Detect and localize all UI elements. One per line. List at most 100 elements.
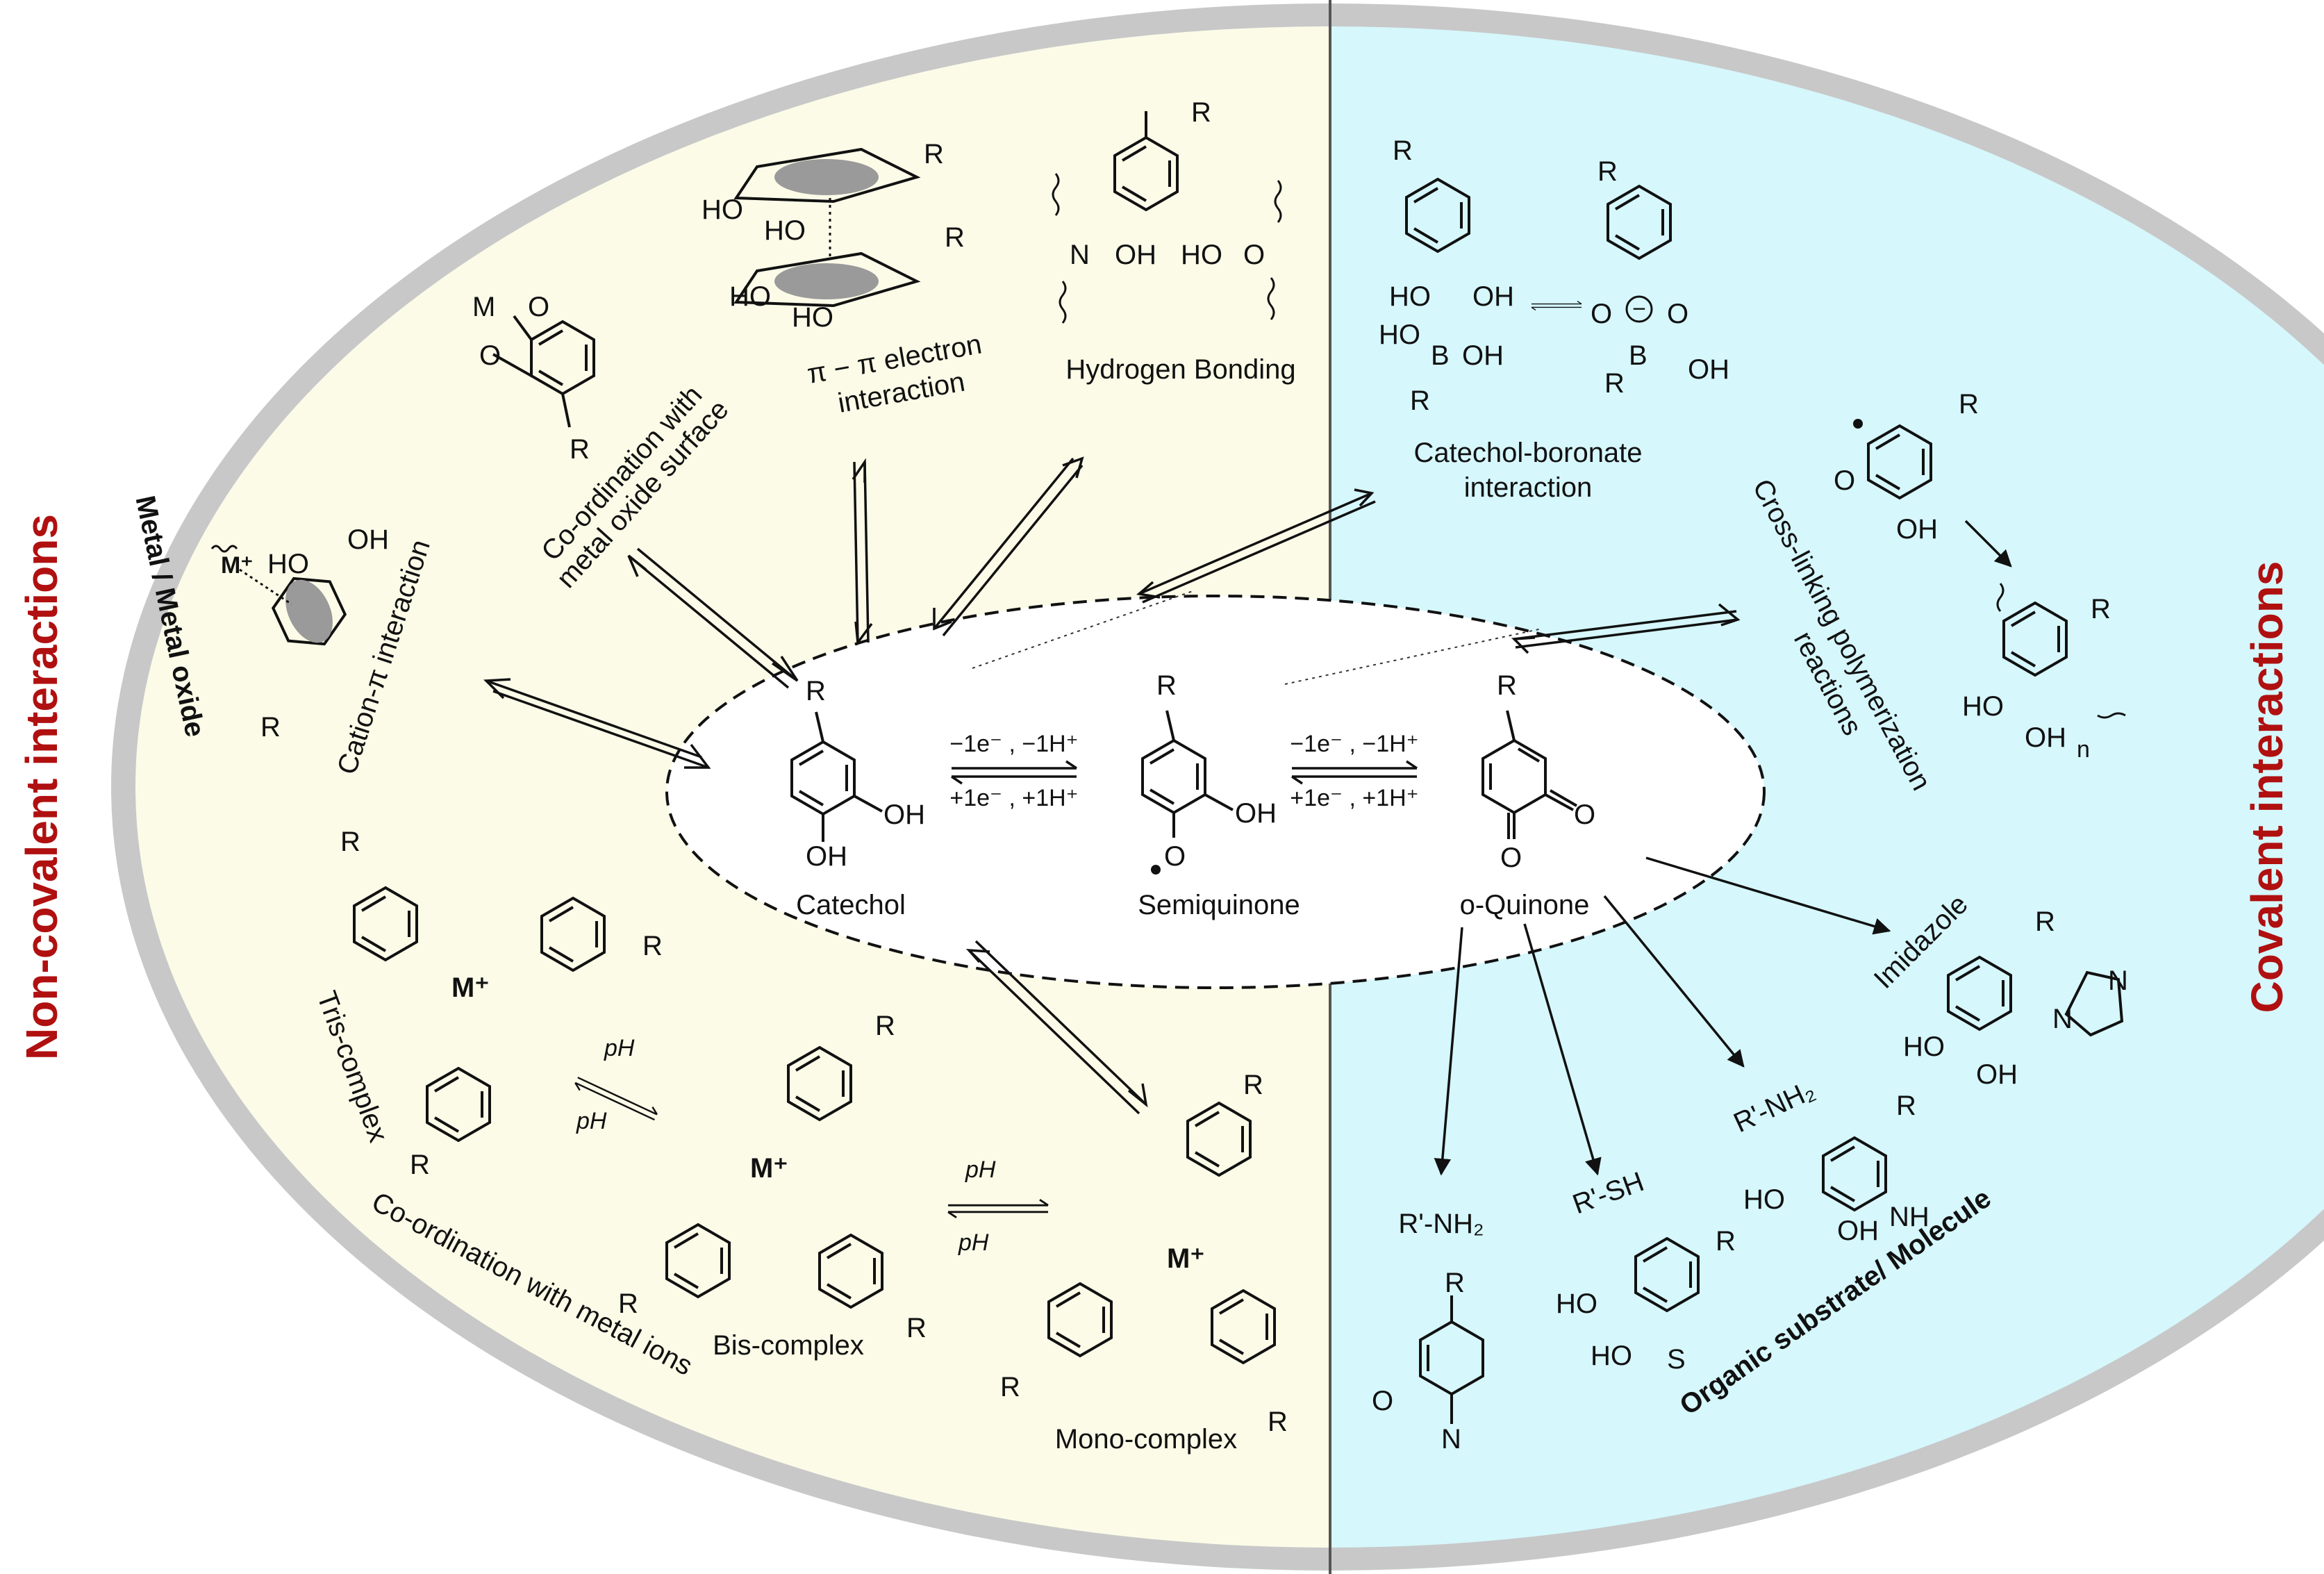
metal-oxide-structure xyxy=(492,315,595,428)
boronate-oh2: OH xyxy=(1462,340,1504,371)
pi-pi-r2: R xyxy=(945,222,965,253)
hbond-wavy-1 xyxy=(1052,173,1067,324)
crosslink-wavy xyxy=(1996,583,2126,719)
bis-label: Bis-complex xyxy=(713,1330,864,1361)
dotted-guide-1 xyxy=(972,590,1195,669)
catechol-r: R xyxy=(806,676,826,706)
boronate-r1: R xyxy=(1393,135,1413,166)
metal-oxide-o2: O xyxy=(479,340,501,371)
oxidation-label-1: −1e⁻ , −1H⁺ xyxy=(949,731,1078,757)
thiol-ho1: HO xyxy=(1556,1289,1597,1319)
tris-r1: R xyxy=(340,827,360,857)
catechol-oh1: OH xyxy=(883,800,925,830)
amine-ho: HO xyxy=(1743,1184,1785,1215)
boronate-ho1: HO xyxy=(1389,281,1431,312)
boronate-b1: B xyxy=(1431,340,1450,371)
mono-r2: R xyxy=(1000,1372,1020,1402)
metal-oxide-o1: O xyxy=(528,292,549,322)
semiquinone-o: O xyxy=(1164,841,1186,872)
bis-r1: R xyxy=(875,1011,895,1041)
pi-pi-ho1: HO xyxy=(702,194,743,225)
boronate-oh3: OH xyxy=(1688,354,1729,385)
crosslink-o: O xyxy=(1834,465,1855,496)
metal-oxide-m: M xyxy=(472,292,495,322)
oquinone-o1: O xyxy=(1574,800,1595,830)
ph-up-1: pH xyxy=(604,1035,635,1061)
ph-down-1: pH xyxy=(576,1108,607,1134)
crosslink-radical-dot xyxy=(1853,419,1863,429)
amine-nh: NH xyxy=(1889,1202,1929,1232)
crosslink-n: n xyxy=(2077,736,2090,763)
mono-r3: R xyxy=(1268,1407,1288,1437)
cation-pi-dashes xyxy=(239,568,292,606)
equilibrium-arrows xyxy=(483,456,1741,1115)
ph-up-2: pH xyxy=(965,1157,996,1183)
imidazole-n2: N xyxy=(2108,966,2128,996)
amine-r: R xyxy=(1896,1091,1916,1121)
tris-r3: R xyxy=(410,1150,430,1180)
schiff-n: N xyxy=(1441,1424,1461,1455)
semiquinone-oh: OH xyxy=(1235,798,1277,829)
pi-pi-ho2: HO xyxy=(764,215,806,246)
schiff-r: R xyxy=(1445,1268,1465,1298)
tris-m: M⁺ xyxy=(451,972,489,1003)
pi-pi-ho4: HO xyxy=(792,302,833,333)
crosslink-r1: R xyxy=(1959,389,1979,420)
schiff-label: R'-NH₂ xyxy=(1398,1209,1484,1239)
bis-r2: R xyxy=(618,1289,638,1319)
thiol-ho2: HO xyxy=(1591,1341,1632,1371)
boronate-b2: B xyxy=(1629,340,1647,371)
amine-oh: OH xyxy=(1837,1216,1879,1246)
boronate-o2: O xyxy=(1667,299,1688,329)
cation-pi-r: R xyxy=(260,712,281,743)
cation-pi-structure xyxy=(271,577,347,646)
hbond-ho: HO xyxy=(1181,240,1222,270)
catechol-label: Catechol xyxy=(796,890,906,920)
hbond-r: R xyxy=(1191,97,1211,128)
boronate-oh1: OH xyxy=(1472,281,1514,312)
hbond-wavy-2 xyxy=(1267,180,1282,320)
reduction-label-2: +1e⁻ , +1H⁺ xyxy=(1290,785,1418,811)
boronate-r4: R xyxy=(1604,368,1625,399)
hbond-n: N xyxy=(1070,240,1090,270)
boronate-r2: R xyxy=(1410,386,1430,416)
oquinone-o2: O xyxy=(1500,843,1522,873)
covalent-title: Covalent interactions xyxy=(2242,561,2292,1013)
mono-m: M⁺ xyxy=(1167,1243,1204,1274)
bis-r3: R xyxy=(906,1313,927,1343)
hbond-structure xyxy=(1113,111,1179,211)
crosslink-oh1: OH xyxy=(1896,514,1938,545)
boronate-label-1: Catechol-boronate xyxy=(1413,438,1642,468)
oquinone-structure xyxy=(1481,710,1578,839)
crosslink-ho: HO xyxy=(1962,691,2004,722)
pi-pi-structure xyxy=(733,147,921,308)
cation-label: M⁺ xyxy=(221,552,253,579)
ph-down-2: pH xyxy=(958,1229,989,1256)
imidazole-oh: OH xyxy=(1976,1059,2018,1090)
thiol-s: S xyxy=(1667,1344,1686,1375)
imidazole-ring xyxy=(2064,970,2124,1037)
crosslink-r2: R xyxy=(2091,594,2111,624)
metal-oxide-r: R xyxy=(570,434,590,465)
pi-pi-ho3: HO xyxy=(729,281,771,312)
noncovalent-title: Non-covalent interactions xyxy=(17,514,67,1060)
pi-pi-r1: R xyxy=(924,139,944,169)
crosslink-arrow xyxy=(1964,520,2012,568)
crosslink-oh2: OH xyxy=(2025,722,2066,753)
oxidation-label-2: −1e⁻ , −1H⁺ xyxy=(1290,731,1418,757)
schiff-base-structure xyxy=(1419,1295,1484,1424)
semiquinone-r: R xyxy=(1156,670,1177,701)
boronate-label-2: interaction xyxy=(1464,472,1593,503)
reduction-label-1: +1e⁻ , +1H⁺ xyxy=(949,785,1078,811)
semiquinone-label: Semiquinone xyxy=(1138,890,1300,920)
radical-dot xyxy=(1151,865,1161,875)
bis-m: M⁺ xyxy=(750,1153,788,1184)
boronate-o1: O xyxy=(1591,299,1612,329)
dotted-guide-2 xyxy=(1284,628,1543,685)
hbond-label: Hydrogen Bonding xyxy=(1065,354,1295,385)
oquinone-r: R xyxy=(1497,670,1517,701)
catechol-structure xyxy=(790,711,883,842)
covalent-region xyxy=(1330,26,2324,1548)
mono-label: Mono-complex xyxy=(1055,1424,1237,1455)
